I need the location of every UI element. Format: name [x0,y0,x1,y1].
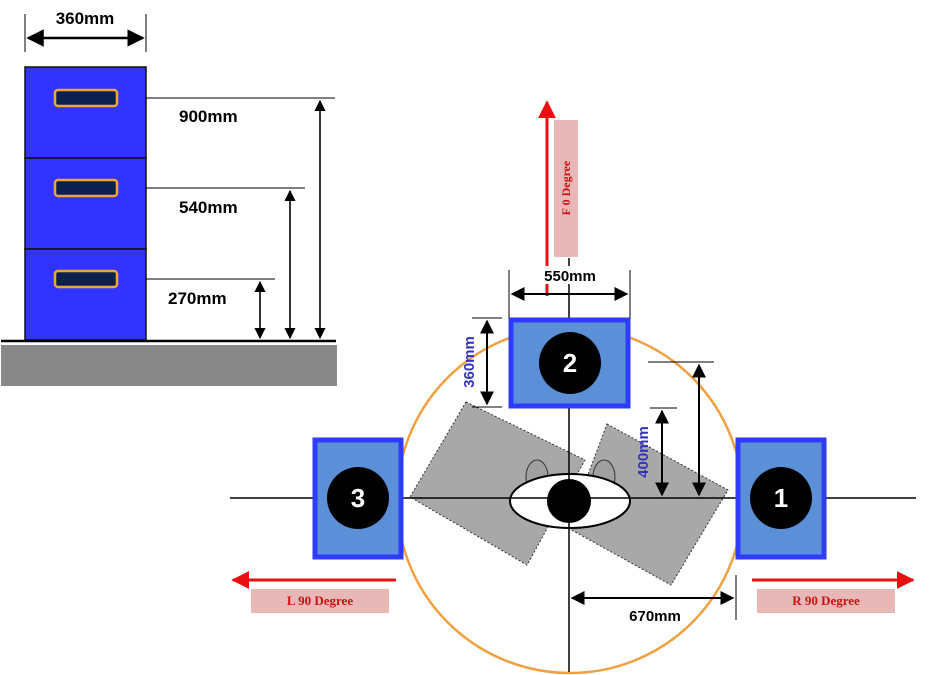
stack-box-top [24,66,147,159]
height-label-270: 270mm [168,289,227,308]
dim-400-label: 400mm [635,426,652,478]
dim-670-label: 670mm [629,608,681,625]
speaker-3-number: 3 [351,483,365,513]
right-label-bg [757,589,895,613]
stack-width-label: 360mm [56,9,115,28]
speaker-2: 2 [508,317,631,409]
floor-slab [1,345,337,386]
stack-box-bottom [24,248,147,341]
stack-handle-middle [53,178,119,198]
depth-360-label: 360mm [461,336,478,388]
speaker-3-driver [327,467,389,529]
speaker-3: 3 [312,437,404,560]
height-label-540: 540mm [179,198,238,217]
left-label: L 90 Degree [287,593,353,608]
speaker-2-number: 2 [563,348,577,378]
height-label-900: 900mm [179,107,238,126]
front-label-bg [554,120,578,257]
stack-handle-bottom [53,269,119,289]
left-label-bg [251,589,389,613]
front-label: F 0 Degree [559,160,573,215]
stack-handle-top [53,88,119,108]
speaker-2-driver [539,332,601,394]
speaker-1-driver [750,467,812,529]
right-label: R 90 Degree [792,593,860,608]
speaker-1-number: 1 [774,483,788,513]
width-550-label-bg [540,266,599,284]
width-550-label: 550mm [544,268,596,285]
speaker-1: 1 [735,437,827,560]
speaker-stack-elevation: 360mm 900mm 540mm 270mm [1,9,337,386]
speaker-layout-top-view: 2 3 1 F 0 Degree 550mm 360mm [230,100,916,675]
stack-box-middle [24,157,147,250]
